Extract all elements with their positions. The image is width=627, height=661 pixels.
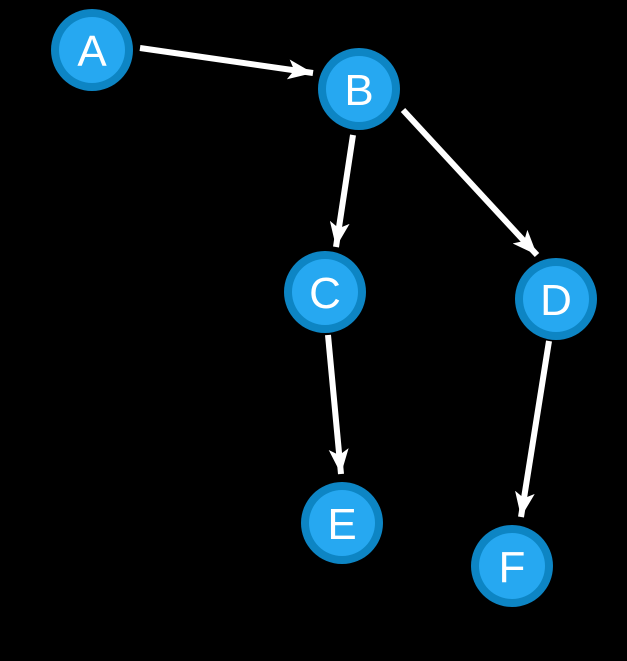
node-inner-circle [326, 56, 392, 122]
node-B[interactable]: B [318, 48, 400, 130]
node-inner-circle [309, 490, 375, 556]
node-inner-circle [523, 266, 589, 332]
node-inner-circle [292, 259, 358, 325]
edge-B-D[interactable] [400, 107, 540, 258]
node-inner-circle [59, 17, 125, 83]
edge-D-F[interactable] [515, 340, 552, 518]
node-C[interactable]: C [284, 251, 366, 333]
edge-C-E[interactable] [325, 334, 349, 475]
edge-B-C[interactable] [329, 134, 356, 248]
nodes-layer: A B C D E F [51, 9, 597, 607]
node-F[interactable]: F [471, 525, 553, 607]
edges-layer [139, 45, 552, 518]
edge-A-B[interactable] [139, 45, 314, 80]
node-D[interactable]: D [515, 258, 597, 340]
node-inner-circle [479, 533, 545, 599]
node-E[interactable]: E [301, 482, 383, 564]
node-A[interactable]: A [51, 9, 133, 91]
